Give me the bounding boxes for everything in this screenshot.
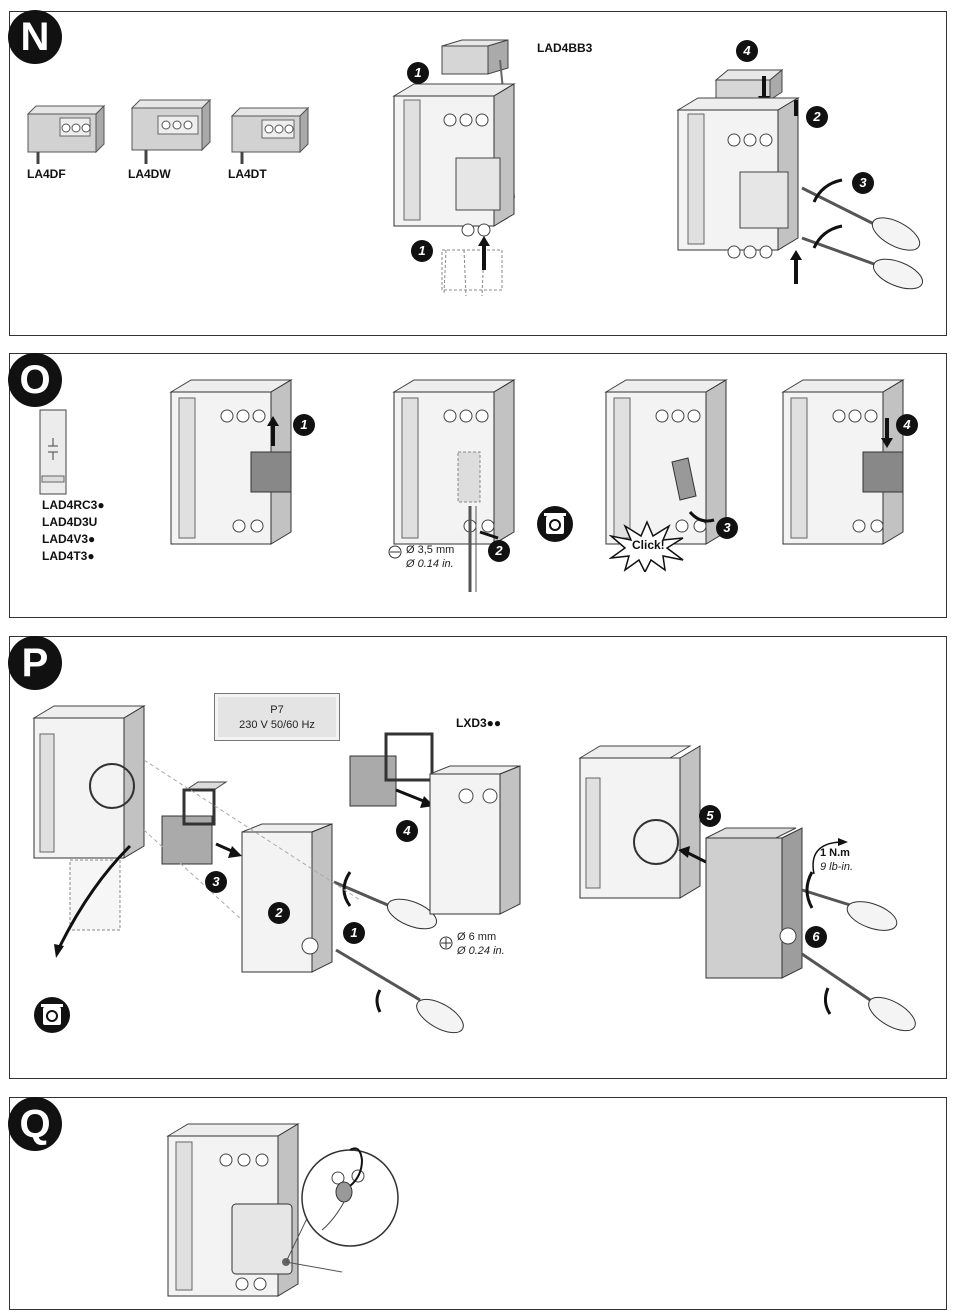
o-step-1-badge: 1	[293, 414, 315, 436]
step-1-top-badge: 1	[407, 62, 429, 84]
p-tool-size-in: Ø 0.24 in.	[457, 945, 505, 957]
o-step-2-badge: 2	[488, 540, 510, 562]
p-step-5-badge: 5	[699, 805, 721, 827]
contactor-wiring-screwdriver-illustration	[676, 68, 924, 290]
p-tool-size-mm: Ø 6 mm	[457, 931, 497, 943]
p-step-4-badge: 4	[396, 820, 418, 842]
contactor-coil-removal-illustration	[32, 705, 464, 1034]
o-step-4-badge: 4	[896, 414, 918, 436]
contactor-step4-illustration	[781, 379, 905, 545]
coil-nameplate: P7 230 V 50/60 Hz	[214, 693, 340, 741]
p-step-2-badge: 2	[268, 902, 290, 924]
section-p-badge: P	[8, 636, 62, 690]
module-la4dw-illustration	[130, 98, 212, 164]
click-starburst-icon	[609, 520, 684, 572]
ref-lad4v3: LAD4V3●	[42, 532, 96, 546]
p-step-6-badge: 6	[805, 926, 827, 948]
module-la4df-illustration	[26, 104, 106, 164]
contactor-with-bracket-kit-illustration	[392, 39, 516, 297]
ref-lad4t3: LAD4T3●	[42, 549, 95, 563]
module-label-la4dw: LA4DW	[128, 167, 171, 181]
phillips-screwdriver-icon	[439, 936, 453, 950]
step-1-bottom-badge: 1	[411, 240, 433, 262]
coil-install-illustration	[349, 732, 521, 915]
o-step-3-badge: 3	[716, 517, 738, 539]
torque-value: 1 N.m	[820, 847, 850, 859]
o-tool-size-mm: Ø 3,5 mm	[406, 544, 455, 556]
click-text: Click!	[632, 538, 665, 552]
kit-label-lad4bb3: LAD4BB3	[537, 41, 593, 55]
contactor-step2-illustration	[392, 379, 516, 592]
ref-lad4rc3: LAD4RC3●	[42, 498, 105, 512]
contactor-step3-illustration	[604, 379, 728, 545]
contactor-reassembly-illustration	[578, 745, 916, 1032]
contactor-sealing-illustration	[166, 1123, 399, 1297]
section-n-badge: N	[8, 10, 62, 64]
ref-lad4d3u: LAD4D3U	[42, 515, 98, 529]
o-tool-size-in: Ø 0.14 in.	[406, 558, 454, 570]
coil-ref-lxd3: LXD3●●	[456, 716, 502, 730]
p-step-1-badge: 1	[343, 922, 365, 944]
contactor-step1-illustration	[169, 379, 293, 545]
step-2-badge: 2	[806, 106, 828, 128]
torque-arrow-icon	[812, 838, 848, 875]
nameplate-line1: P7	[270, 704, 284, 716]
section-o-badge: O	[8, 353, 62, 407]
step-4-badge: 4	[736, 40, 758, 62]
p-step-3-badge: 3	[205, 871, 227, 893]
torque-value-in: 9 lb-in.	[820, 861, 854, 873]
module-label-la4dt: LA4DT	[228, 167, 267, 181]
module-label-la4df: LA4DF	[27, 167, 66, 181]
suppressor-module-illustration	[39, 409, 67, 495]
nameplate-line2: 230 V 50/60 Hz	[239, 719, 315, 731]
recycle-bin-icon	[537, 506, 573, 542]
recycle-bin-icon-p	[34, 997, 70, 1033]
step-3-badge: 3	[852, 172, 874, 194]
section-q-badge: Q	[8, 1097, 62, 1151]
flat-screwdriver-icon	[388, 545, 402, 559]
section-q-panel	[9, 1097, 947, 1310]
module-la4dt-illustration	[230, 106, 310, 164]
